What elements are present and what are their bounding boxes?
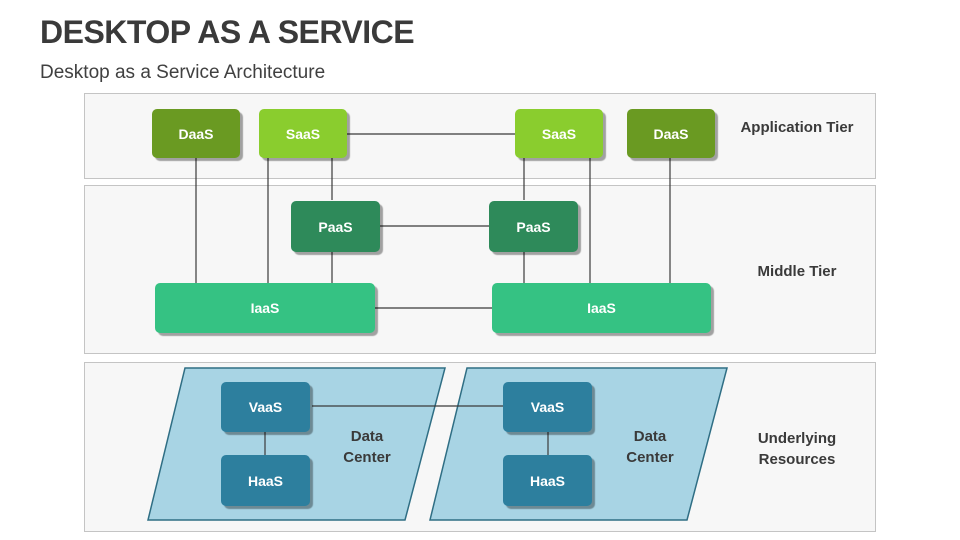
paas-node-right: PaaS [489,201,578,252]
tier-label-application: Application Tier [740,119,854,136]
saas-label: SaaS [541,125,577,142]
tier-label-middle: Middle Tier [757,263,837,280]
iaas-node-right: IaaS [492,283,711,333]
vaas-node-left: VaaS [221,382,310,432]
saas-label: SaaS [285,125,321,142]
saas-node-right: SaaS [515,109,603,158]
vaas-label: VaaS [248,399,283,415]
daas-node-left: DaaS [152,109,240,158]
data-center-label-left: Data Center [343,428,391,466]
iaas-label: IaaS [250,300,280,316]
vaas-node-right: VaaS [503,382,592,432]
daas-label: DaaS [178,125,214,142]
haas-node-right: HaaS [503,455,592,506]
daas-node-right: DaaS [627,109,715,158]
daas-label: DaaS [653,125,689,142]
tier-label-underlying: Underlying Resources [757,430,837,468]
iaas-node-left: IaaS [155,283,375,333]
page-title: DESKTOP AS A SERVICE [40,14,415,50]
paas-label: PaaS [516,218,551,235]
saas-node-left: SaaS [259,109,347,158]
iaas-label: IaaS [587,300,616,316]
haas-label: HaaS [529,472,566,489]
paas-label: PaaS [318,218,353,235]
data-center-label-right: Data Center [626,428,674,466]
paas-node-left: PaaS [291,201,380,252]
page-subtitle: Desktop as a Service Architecture [40,62,326,83]
haas-label: HaaS [247,472,284,489]
haas-node-left: HaaS [221,455,310,506]
vaas-label: VaaS [530,399,565,415]
